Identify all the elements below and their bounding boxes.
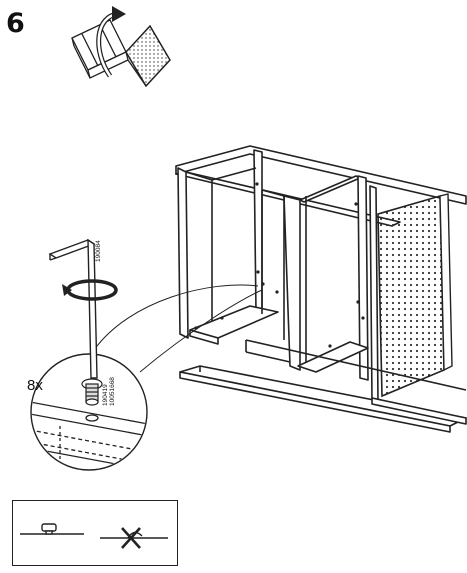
callout-connector [93, 284, 263, 373]
rotate-arrow-icon [71, 6, 171, 88]
cam-lock-dots [194, 182, 365, 348]
cabinet-frame [175, 145, 467, 433]
quantity-label: 8x [27, 377, 43, 394]
step-number: 6 [6, 8, 25, 39]
allen-key-part-number: 190084 [95, 240, 102, 262]
detail-callout [30, 353, 148, 471]
turn-direction-icon [62, 279, 118, 301]
perforated-panel [377, 193, 453, 398]
correct-position-icon [20, 523, 84, 535]
hint-box [12, 500, 178, 566]
wrong-position-icon [100, 527, 168, 549]
allen-key-icon [48, 238, 98, 379]
cam-part-number-2: 10051668 [109, 377, 116, 406]
cam-lock-icon [81, 378, 103, 406]
